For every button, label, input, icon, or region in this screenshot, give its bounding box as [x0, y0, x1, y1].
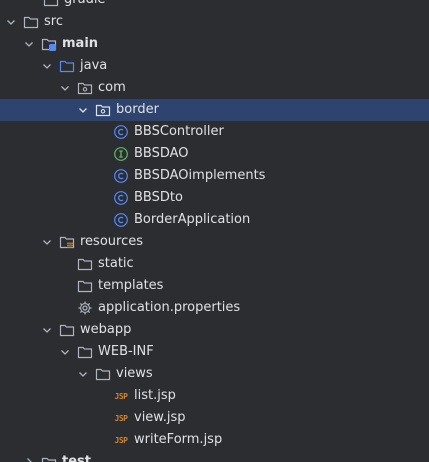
tree-item-bbs-dao-implements[interactable]: BBSDAOimplements [0, 165, 429, 187]
folder-icon [95, 366, 111, 382]
tree-item-label: application.properties [98, 300, 241, 315]
tree-item-label: BBSDAOimplements [134, 168, 266, 183]
folder-icon [77, 344, 93, 360]
tree-item-label: webapp [80, 322, 132, 337]
tree-item-bbs-controller[interactable]: BBSController [0, 121, 429, 143]
tree-item-bbs-dao[interactable]: BBSDAO [0, 143, 429, 165]
tree-item-label: resources [80, 234, 144, 249]
jsp-file-icon: JSP [114, 435, 128, 445]
tree-item-main[interactable]: main [0, 33, 429, 55]
tree-item-label: gradle [64, 0, 105, 11]
tree-item-label: src [44, 14, 63, 29]
tree-item-views[interactable]: views [0, 363, 429, 385]
tree-item-label: templates [98, 278, 164, 293]
chevron-down-icon[interactable] [76, 367, 90, 381]
folder-icon [43, 0, 59, 8]
class-icon [113, 190, 129, 206]
chevron-down-icon[interactable] [58, 345, 72, 359]
tree-item-border[interactable]: border [0, 99, 429, 121]
tree-item-webapp[interactable]: webapp [0, 319, 429, 341]
chevron-down-icon[interactable] [40, 59, 54, 73]
tree-item-view-jsp[interactable]: JSP view.jsp [0, 407, 429, 429]
tree-item-label: WEB-INF [98, 344, 154, 359]
tree-item-label: test [62, 454, 91, 462]
folder-icon [77, 256, 93, 272]
module-folder-icon [41, 36, 57, 52]
jsp-file-icon: JSP [114, 413, 128, 423]
class-icon [113, 212, 129, 228]
tree-item-label: BorderApplication [134, 212, 251, 227]
gear-icon [77, 300, 93, 316]
tree-item-label: java [80, 58, 108, 73]
tree-item-test[interactable]: test [0, 451, 429, 462]
tree-item-src[interactable]: src [0, 11, 429, 33]
package-icon [95, 102, 111, 118]
tree-item-label: border [116, 102, 159, 117]
folder-icon [59, 322, 75, 338]
folder-icon [41, 455, 57, 462]
tree-item-label: BBSController [134, 124, 224, 139]
folder-icon [77, 278, 93, 294]
tree-item-label: view.jsp [134, 410, 186, 425]
chevron-right-icon[interactable] [22, 455, 36, 462]
tree-item-static[interactable]: static [0, 253, 429, 275]
tree-item-web-inf[interactable]: WEB-INF [0, 341, 429, 363]
tree-item-label: com [98, 80, 126, 95]
folder-icon [23, 14, 39, 30]
tree-item-resources[interactable]: resources [0, 231, 429, 253]
interface-icon [113, 146, 129, 162]
source-root-icon [59, 58, 75, 74]
chevron-down-icon[interactable] [40, 323, 54, 337]
package-icon [77, 80, 93, 96]
tree-item-border-application[interactable]: BorderApplication [0, 209, 429, 231]
tree-item-com[interactable]: com [0, 77, 429, 99]
class-icon [113, 124, 129, 140]
tree-item-label: BBSDto [134, 190, 183, 205]
chevron-down-icon[interactable] [4, 15, 18, 29]
tree-item-list-jsp[interactable]: JSP list.jsp [0, 385, 429, 407]
jsp-file-icon: JSP [114, 391, 128, 401]
chevron-down-icon[interactable] [58, 81, 72, 95]
tree-item-writeform-jsp[interactable]: JSP writeForm.jsp [0, 429, 429, 451]
chevron-down-icon[interactable] [22, 37, 36, 51]
tree-item-label: list.jsp [134, 388, 176, 403]
chevron-down-icon[interactable] [40, 235, 54, 249]
tree-item-application-properties[interactable]: application.properties [0, 297, 429, 319]
tree-item-label: static [98, 256, 134, 271]
tree-item-java[interactable]: java [0, 55, 429, 77]
class-icon [113, 168, 129, 184]
tree-item-label: main [62, 36, 99, 51]
tree-item-gradle[interactable]: gradle [0, 0, 429, 11]
tree-item-bbs-dto[interactable]: BBSDto [0, 187, 429, 209]
tree-item-templates[interactable]: templates [0, 275, 429, 297]
tree-item-label: writeForm.jsp [134, 432, 223, 447]
resources-folder-icon [59, 234, 75, 250]
tree-item-label: BBSDAO [134, 146, 189, 161]
tree-item-label: views [116, 366, 153, 381]
chevron-down-icon[interactable] [76, 103, 90, 117]
